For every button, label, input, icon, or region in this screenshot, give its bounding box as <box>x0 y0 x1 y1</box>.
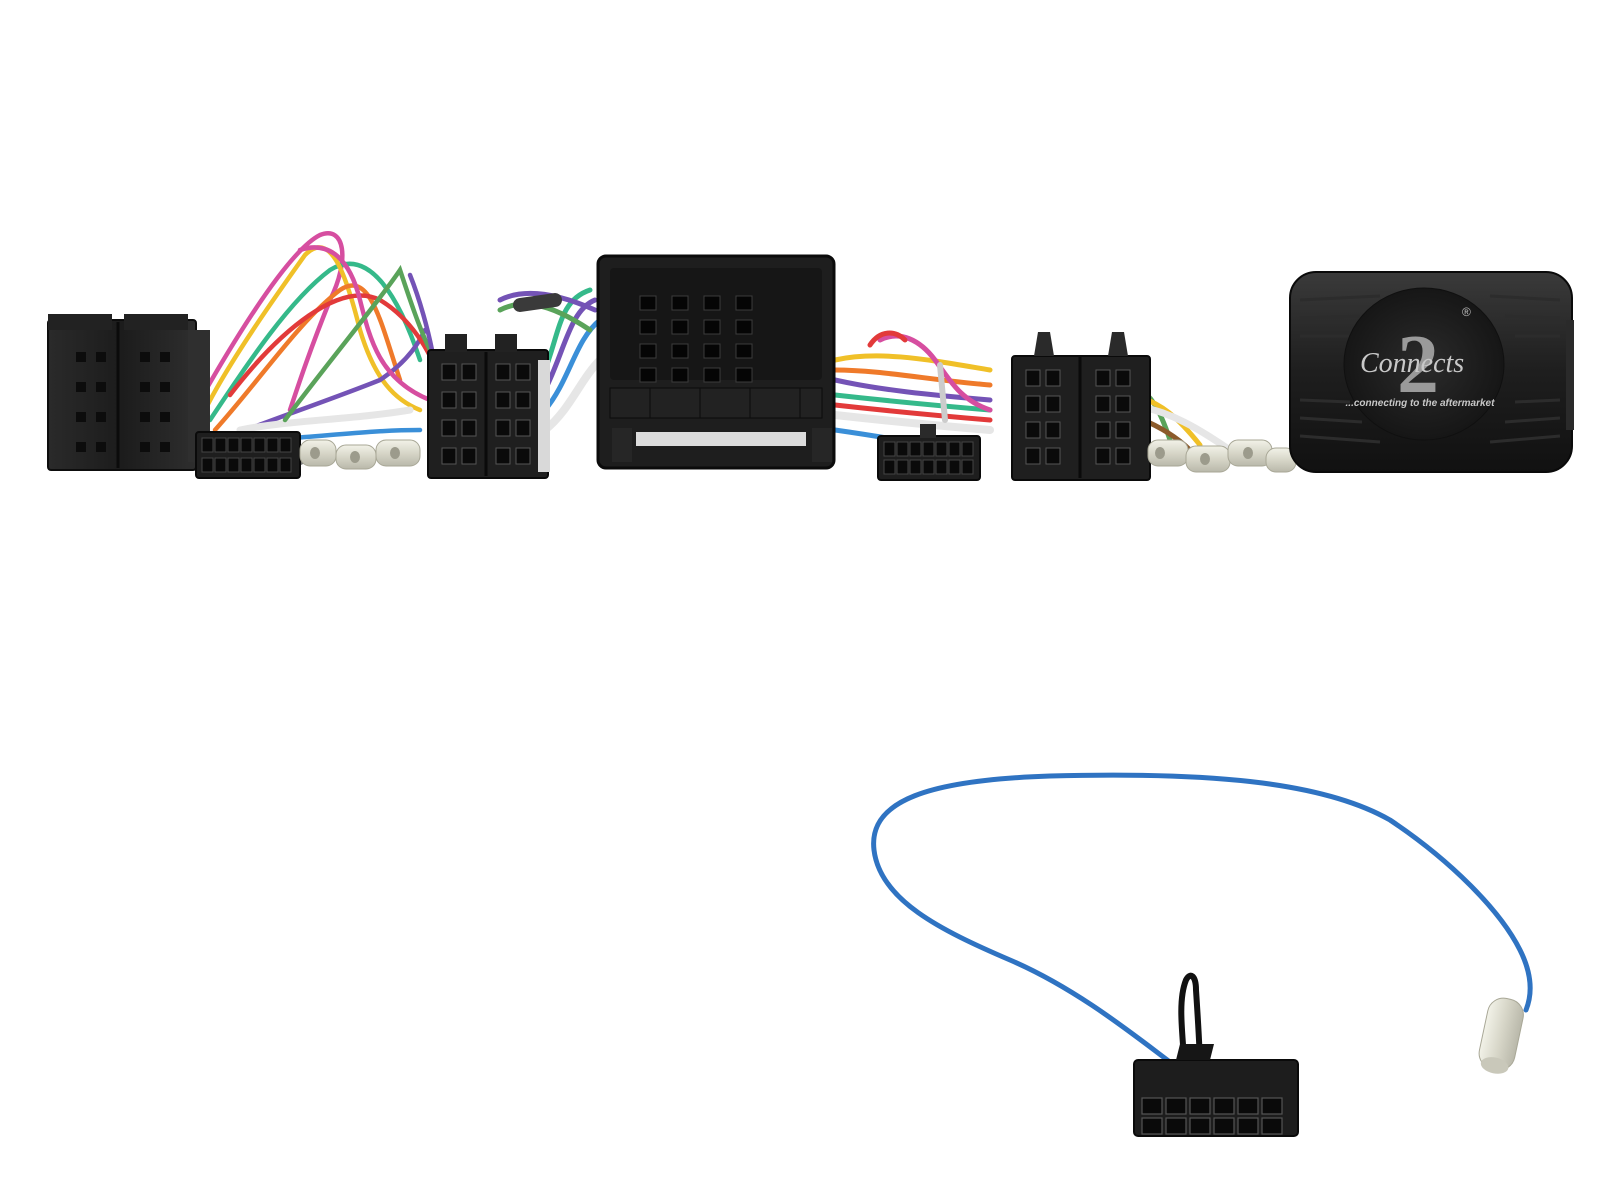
interface-box: 2 Connects ® ...connecting to the afterm… <box>1289 271 1574 473</box>
plug-16pin-right <box>877 424 981 481</box>
logo-brand: Connects <box>1360 348 1464 379</box>
plug-16pin-left <box>195 431 301 479</box>
wire-bundle-centre <box>497 287 604 434</box>
spade-ferrules-right <box>1147 439 1297 473</box>
logo-registered-mark: ® <box>1462 305 1471 319</box>
wire-bundle-left <box>197 231 443 465</box>
logo-tagline: ...connecting to the aftermarket <box>1346 398 1496 409</box>
quadlock-connector <box>596 254 836 470</box>
spade-ferrules-left <box>299 439 421 470</box>
patch-lead <box>871 772 1533 1137</box>
iso-connector-left <box>47 314 210 471</box>
iso-connector-centre-left <box>427 334 550 479</box>
iso-connector-right <box>1011 332 1151 481</box>
logo-mark: 2 <box>1397 318 1439 411</box>
